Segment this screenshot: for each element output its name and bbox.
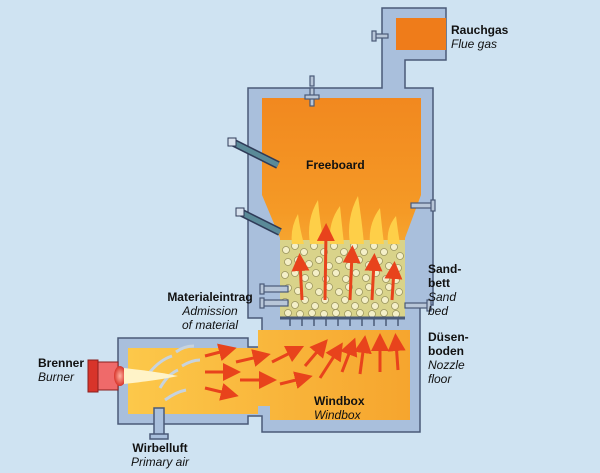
burner-cool-arrows — [148, 344, 201, 402]
burner — [87, 359, 178, 393]
nozzle-floor-de-1: Düsen- — [428, 330, 469, 344]
windbox-de: Windbox — [314, 394, 365, 408]
nozzle-floor-en-1: Nozzle — [428, 358, 465, 372]
nozzle-floor-label: Düsen- boden Nozzle floor — [428, 330, 469, 386]
sand-bed-de-2: bett — [428, 276, 450, 290]
primary-air-pipe — [149, 407, 169, 440]
bed-flow-arrows — [291, 223, 403, 301]
windbox-en: Windbox — [314, 408, 361, 422]
burner-en: Burner — [38, 370, 75, 384]
sand-bed-en-1: Sand — [428, 290, 457, 304]
flue-gas-duct — [396, 18, 446, 50]
flue-gas-de: Rauchgas — [451, 23, 509, 37]
primary-air-label: Wirbelluft Primary air — [112, 441, 208, 469]
sand-bed-de-1: Sand- — [428, 262, 462, 276]
nozzle-floor — [280, 316, 405, 326]
freeboard-label: Freeboard — [306, 158, 365, 172]
material-admission-de: Materialeintrag — [167, 290, 253, 304]
flue-gas-en: Flue gas — [451, 37, 498, 51]
material-admission-ports — [259, 283, 289, 309]
material-admission-en-1: Admission — [182, 304, 238, 318]
sensor-ports — [304, 30, 436, 312]
material-admission-label: Materialeintrag Admission of material — [160, 290, 260, 332]
primary-air-de: Wirbelluft — [132, 441, 188, 455]
nozzle-floor-de-2: boden — [428, 344, 464, 358]
burner-de: Brenner — [38, 356, 85, 370]
primary-air-en: Primary air — [130, 455, 189, 469]
windbox-hot-arrows — [204, 333, 406, 401]
flue-gas-label: Rauchgas Flue gas — [451, 23, 508, 51]
material-admission-en-2: of material — [181, 318, 239, 332]
sight-glass-pipes — [227, 137, 282, 236]
burner-label: Brenner Burner — [38, 356, 84, 384]
nozzle-floor-en-2: floor — [428, 372, 452, 386]
sand-bed — [280, 240, 405, 318]
sand-bed-label: Sand- bett Sand bed — [428, 262, 461, 318]
windbox-label: Windbox Windbox — [314, 394, 365, 422]
sand-bed-en-2: bed — [428, 304, 449, 318]
